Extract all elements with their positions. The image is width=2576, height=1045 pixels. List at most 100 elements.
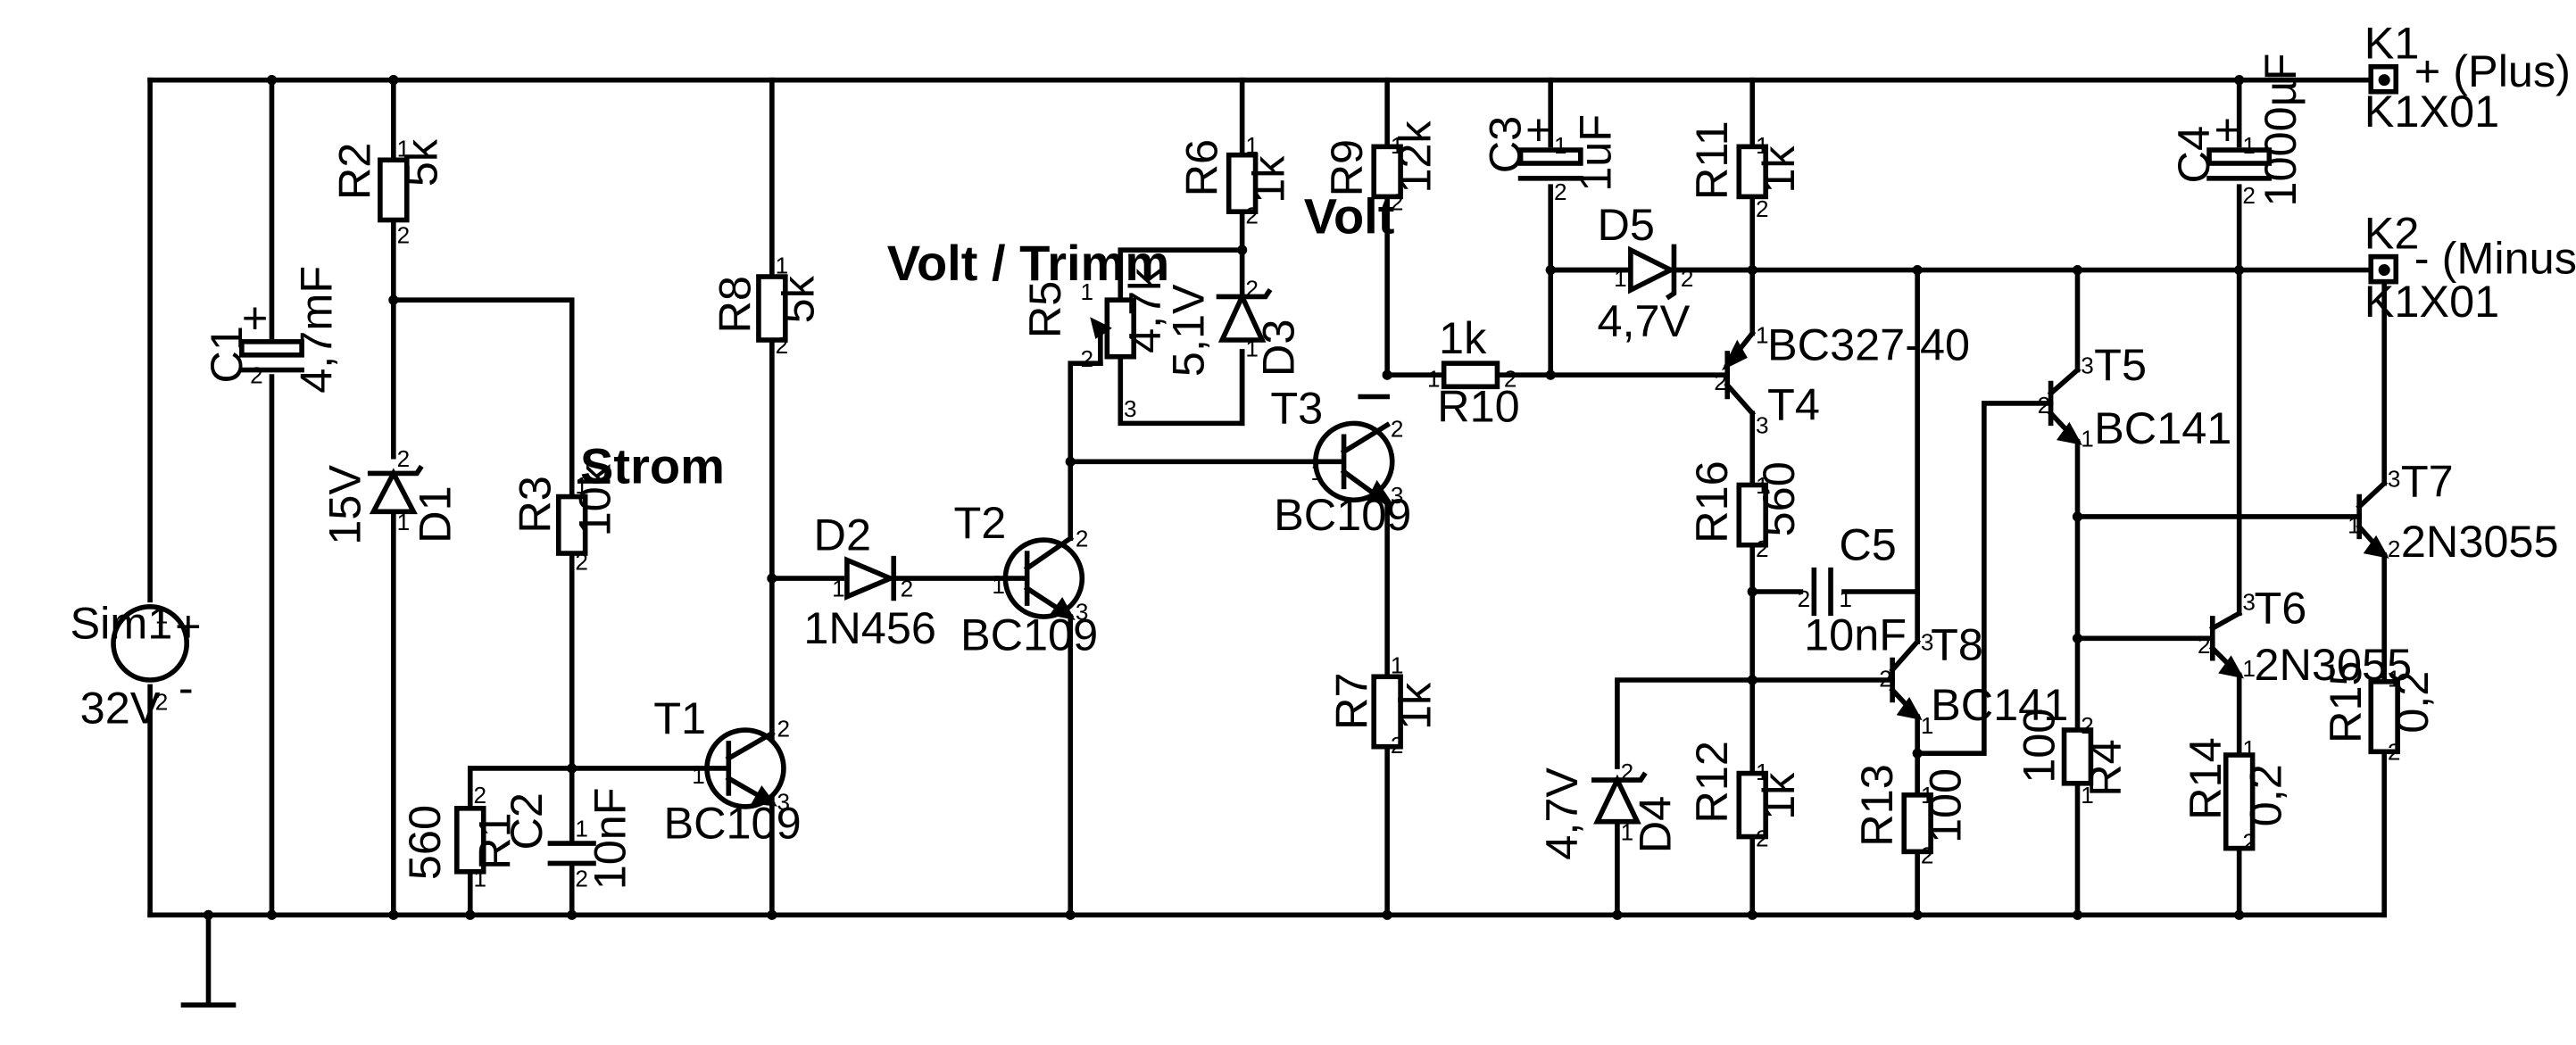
- c4-ref: C4: [2168, 126, 2219, 183]
- connector-k1: K1 + (Plus) K1X01: [2364, 17, 2571, 137]
- pin-number: 2: [901, 576, 914, 602]
- zener-diode-d1: 15V D1: [319, 465, 460, 545]
- t3-ref: T3: [1270, 382, 1323, 433]
- pin-number: 1: [692, 762, 705, 789]
- pin-number: 2: [1391, 188, 1404, 215]
- resistor-r3: R3 10k: [509, 463, 620, 556]
- pin-number: 1: [992, 572, 1005, 599]
- pin-number: 1: [575, 472, 588, 499]
- t7-value: 2N3055: [2401, 516, 2559, 567]
- pin-number: 2: [1245, 275, 1259, 302]
- pin-number: 3: [1391, 482, 1404, 509]
- k1-ref: K1: [2364, 17, 2420, 68]
- pin-number: 1: [1080, 278, 1093, 305]
- potentiometer-r5: R5 4,7k: [1019, 268, 1170, 366]
- d2-value: 1N456: [803, 602, 936, 653]
- transistor-t2: T2 BC109: [953, 497, 1098, 659]
- pin-number: 1: [1756, 759, 1769, 785]
- t7-ref: T7: [2401, 456, 2454, 507]
- pin-number: 1: [1310, 459, 1324, 485]
- pin-number: 2: [1681, 265, 1694, 292]
- pin-number: 1: [1921, 712, 1934, 739]
- label-volt: Volt: [1304, 187, 1395, 244]
- sim1-minus: -: [179, 662, 194, 713]
- r12-ref: R12: [1686, 741, 1737, 823]
- capacitor-c4: + C4 1000µF: [2168, 54, 2306, 207]
- pin-number: 2: [2198, 632, 2211, 659]
- pin-number: 1: [2242, 735, 2256, 762]
- pin-number: 1: [1839, 585, 1852, 612]
- pin-number: 2: [2388, 739, 2401, 766]
- resistor-r1: 560 R1: [399, 805, 519, 880]
- r5-ref: R5: [1019, 281, 1070, 338]
- k1-desc: + (Plus): [2414, 46, 2571, 96]
- pin-number: 2: [1921, 842, 1934, 868]
- d5-value: 4,7V: [1598, 295, 1691, 346]
- r2-value: 5k: [395, 138, 446, 187]
- pin-number: 2: [1756, 825, 1769, 852]
- pin-number: 1: [1756, 472, 1769, 499]
- resistor-r11: R11 1k: [1686, 120, 1804, 200]
- r12-value: 1k: [1753, 772, 1804, 820]
- d3-ref: D3: [1253, 319, 1304, 377]
- label-volt-trimm: Volt / Trimm: [887, 235, 1169, 291]
- pin-number: 1: [1756, 132, 1769, 159]
- pin-number: 2: [1080, 345, 1093, 372]
- sim1-value: 32V: [80, 683, 161, 734]
- capacitor-c5: C5 10nF: [1804, 519, 1907, 660]
- r8-ref: R8: [710, 276, 760, 333]
- r16-ref: R16: [1686, 460, 1737, 543]
- pin-number: 1: [2081, 782, 2094, 809]
- pin-number: 2: [1879, 665, 1892, 692]
- t4-value: BC327-40: [1767, 319, 1970, 369]
- r15-ref: R15: [2320, 660, 2371, 742]
- pin-number: 1: [397, 509, 411, 535]
- transistor-t7: T7 2N3055: [2356, 456, 2559, 567]
- c4-value: 1000µF: [2255, 54, 2306, 207]
- pin-number: 3: [1076, 599, 1089, 626]
- pin-number: 1: [1621, 818, 1634, 845]
- r13-ref: R13: [1851, 764, 1902, 846]
- transistor-t6: T6 2N3055: [2208, 582, 2412, 690]
- resistor-r15: R15 0,2: [2320, 660, 2438, 755]
- resistor-r8: R8 5k: [710, 274, 824, 343]
- k1-type: K1X01: [2364, 86, 2499, 137]
- pin-number: 2: [575, 549, 588, 576]
- r6-ref: R6: [1176, 139, 1227, 196]
- r9-value: 12k: [1390, 120, 1441, 194]
- t4-ref: T4: [1767, 379, 1820, 430]
- t2-value: BC109: [960, 609, 1098, 659]
- junctions: [203, 75, 2245, 920]
- d4-ref: D4: [1630, 796, 1681, 853]
- resistor-r9: R9 12k: [1321, 120, 1441, 200]
- pin-number: 1: [575, 816, 588, 842]
- d3-value: 5,1V: [1163, 284, 1214, 377]
- pin-number: 1: [832, 576, 845, 602]
- pin-number: 1: [1921, 782, 1934, 809]
- c2-value: 10nF: [584, 787, 635, 890]
- c5-ref: C5: [1839, 519, 1896, 570]
- resistor-r2: R2 5k: [329, 138, 446, 223]
- pin-number: 2: [1245, 202, 1259, 228]
- pin-number: 2: [1076, 526, 1089, 552]
- k2-type: K1X01: [2364, 276, 2499, 327]
- c1-plus: +: [242, 293, 268, 344]
- zener-diode-d4: 4,7V D4: [1536, 767, 1681, 860]
- r14-ref: R14: [2180, 737, 2231, 819]
- r10-value: 1k: [1439, 312, 1487, 363]
- resistor-r16: R16 560: [1686, 460, 1804, 548]
- t1-value: BC109: [663, 797, 801, 848]
- d1-value: 15V: [319, 465, 370, 545]
- r11-value: 1k: [1753, 145, 1804, 194]
- pin-number: 1: [397, 136, 411, 162]
- t8-ref: T8: [1931, 619, 1983, 670]
- r13-value: 100: [1920, 768, 1971, 843]
- t8-value: BC141: [1931, 679, 2068, 730]
- d2-ref: D2: [814, 509, 871, 560]
- pin-number: 1: [1245, 336, 1259, 362]
- pin-number: 1: [1245, 132, 1259, 159]
- pin-number: 1: [474, 866, 487, 892]
- resistor-r6: R6 1k: [1176, 139, 1293, 214]
- resistor-r7: R7 1k: [1326, 673, 1441, 750]
